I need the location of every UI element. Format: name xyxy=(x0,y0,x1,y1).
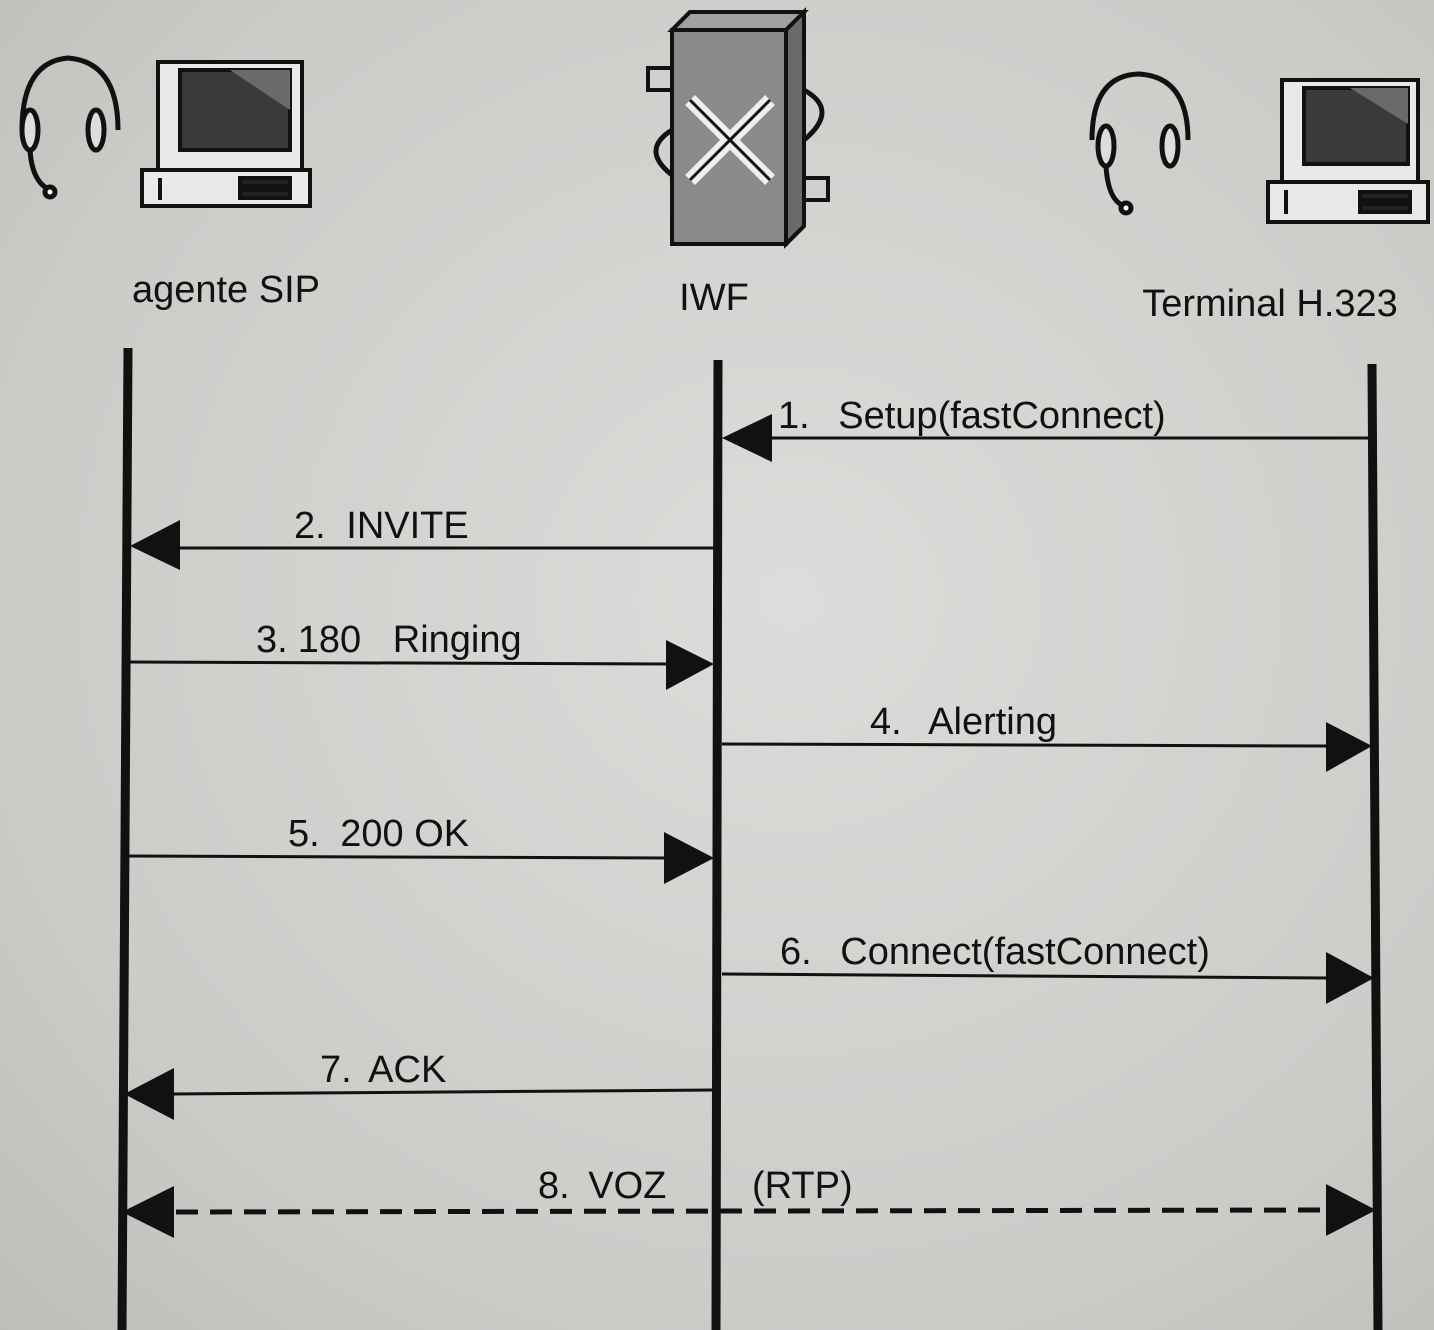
svg-text:4. Alerting: 4. Alerting xyxy=(870,701,1057,743)
message-8: 8. VOZ (RTP) xyxy=(122,1165,1376,1238)
message-8-label: VOZ xyxy=(588,1165,666,1207)
message-1: 1. Setup(fastConnect) xyxy=(722,395,1370,462)
h323-headset-icon xyxy=(1089,71,1191,216)
message-6-number: 6. xyxy=(780,931,812,973)
sip-computer-icon xyxy=(140,60,312,208)
lifeline-h323 xyxy=(1367,363,1383,1330)
h323-computer-icon xyxy=(1266,78,1430,224)
message-7: 7. ACK xyxy=(124,1049,713,1120)
svg-text:5. 200 OK: 5. 200 OK xyxy=(288,813,469,855)
participant-label-iwf: IWF xyxy=(679,277,749,319)
message-4: 4. Alerting xyxy=(721,701,1372,772)
message-1-label: Setup(fastConnect) xyxy=(838,395,1165,437)
message-4-label: Alerting xyxy=(928,701,1057,743)
message-5-label: 200 OK xyxy=(340,813,469,855)
svg-text:6. Connect(fastConnect): 6. Connect(fastConnect) xyxy=(780,931,1210,973)
lifeline-iwf xyxy=(711,359,723,1330)
message-2: 2. INVITE xyxy=(130,505,714,570)
message-1-number: 1. xyxy=(778,395,810,437)
svg-text:3.180 Ringing: 3.180 Ringing xyxy=(256,619,522,661)
message-8-label-2: (RTP) xyxy=(752,1165,853,1207)
participant-label-h323: Terminal H.323 xyxy=(1142,283,1398,325)
sip-headset-icon xyxy=(19,55,121,200)
svg-text:2. INVITE: 2. INVITE xyxy=(294,505,469,547)
svg-text:7. ACK: 7. ACK xyxy=(320,1049,446,1091)
svg-text:1. Setup(fastConnect): 1. Setup(fastConnect) xyxy=(778,395,1166,437)
message-8-number: 8. xyxy=(538,1165,570,1207)
message-7-label: ACK xyxy=(368,1049,446,1091)
message-6-label: Connect(fastConnect) xyxy=(840,931,1210,973)
message-2-label: INVITE xyxy=(346,505,468,547)
gateway-icon xyxy=(646,7,830,249)
message-5: 5. 200 OK xyxy=(127,813,714,884)
message-5-number: 5. xyxy=(288,813,320,855)
lifeline-sip xyxy=(117,347,133,1330)
message-7-number: 7. xyxy=(320,1049,352,1091)
participant-label-sip: agente SIP xyxy=(132,269,320,311)
message-2-number: 2. xyxy=(294,505,326,547)
message-3-number: 3. xyxy=(256,619,288,661)
message-3-label: 180 Ringing xyxy=(298,619,522,661)
message-6: 6. Connect(fastConnect) xyxy=(721,931,1374,1004)
message-3: 3.180 Ringing xyxy=(127,619,714,690)
svg-text:8. VOZ: 8. VOZ xyxy=(538,1165,666,1207)
message-4-number: 4. xyxy=(870,701,902,743)
